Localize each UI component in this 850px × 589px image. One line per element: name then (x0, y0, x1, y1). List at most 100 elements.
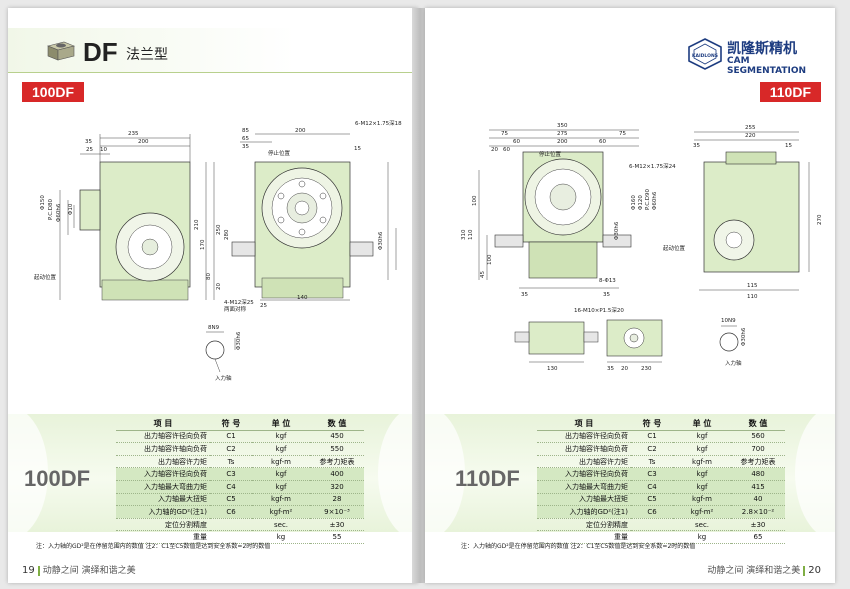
brand-badge-text: KAIDLONS (692, 53, 718, 59)
table-cell-val: 9×10⁻³ (310, 505, 364, 519)
dim-25b: 25 (260, 303, 267, 309)
dim-60b: 60 (599, 139, 606, 145)
table-cell-val: 400 (310, 467, 364, 481)
dim-250: 250 (216, 224, 222, 235)
dim-115: 115 (747, 283, 758, 289)
table-cell-item: 入力轴容许径向负荷 (116, 467, 210, 481)
left-page: DF 法兰型 100DF (8, 8, 418, 583)
table-cell-item: 入力轴的GD²(注1) (537, 505, 631, 519)
table-cell-unit: kgf-m (252, 455, 310, 469)
series-name: 法兰型 (126, 47, 168, 63)
table-cell-unit: sec. (252, 518, 310, 532)
label-tapped-holes-top: 6-M12×1.75深18 (355, 119, 402, 127)
table-cell-item: 入力轴的GD²(注1) (116, 505, 210, 519)
table-cell-unit: kg (252, 530, 310, 544)
table-cell-item: 出力轴容许径向负荷 (537, 430, 631, 444)
table-cell-sym: C4 (631, 480, 673, 494)
dim-280: 280 (224, 229, 230, 240)
table-note: 注：入力轴的GD²是在停留范围内的数值 注2：C1至C5数值是达到安全系数=2时… (461, 543, 696, 550)
table-cell-unit: kgf-m (252, 493, 310, 507)
dim-15: 15 (785, 143, 792, 149)
brand-name-cn: 凯隆斯精机 (727, 41, 797, 57)
table-cell-unit: kgf-m² (673, 505, 731, 519)
table-cell-sym: C5 (210, 493, 252, 507)
label-tapped-holes: 6-M12×1.75深24 (629, 162, 676, 170)
table-header-cell: 符 号 (631, 418, 673, 431)
table-cell-unit: sec. (673, 518, 731, 532)
label-tapped-holes-bottom: 4-M12深25 (224, 298, 254, 306)
table-cell-val: 28 (310, 493, 364, 507)
table-cell-item: 出力轴容许径向负荷 (116, 430, 210, 444)
page-number: 20 (808, 565, 821, 576)
table-cell-sym: C3 (210, 467, 252, 481)
table-cell-val: ±30 (310, 518, 364, 532)
table-cell-sym: Ts (631, 455, 673, 469)
label-shaft-diameter: Φ30h6 (614, 221, 620, 240)
table-cell-sym: C6 (210, 505, 252, 519)
label-keyway: 10N9 (721, 318, 736, 324)
dim-310: 310 (461, 229, 467, 240)
left-technical-drawing: 235 35 200 25 10 85 65 35 200 15 Φ150 P.… (34, 119, 402, 382)
dim-phi60h6: Φ60h6 (652, 191, 658, 210)
table-cell-val: 65 (731, 530, 785, 544)
dim-275: 275 (557, 131, 568, 137)
label-keyway: 8N9 (208, 325, 220, 331)
table-cell-item: 入力轴最大弯曲力矩 (537, 480, 631, 494)
table-cell-item: 出力轴容许力矩 (116, 455, 210, 469)
label-input-shaft-diameter: Φ30h6 (741, 327, 747, 346)
header-strip (8, 28, 418, 73)
dim-220: 220 (745, 133, 756, 139)
table-cell-item: 出力轴容许轴向负荷 (116, 442, 210, 456)
table-header-cell: 项 目 (537, 418, 631, 431)
table-cell-val: 550 (310, 442, 364, 456)
dim-85: 85 (242, 128, 249, 134)
label-stop-position: 停止位置 (268, 149, 291, 157)
dim-200: 200 (138, 139, 149, 145)
dim-phi10: Φ10 (68, 203, 74, 215)
table-cell-sym: C6 (631, 505, 673, 519)
decor-arc (795, 406, 835, 540)
table-header-row: 项 目符 号单 位数 值 (116, 418, 364, 431)
footer-divider (37, 565, 40, 576)
table-cell-sym: C1 (631, 430, 673, 444)
table-header-cell: 单 位 (673, 418, 731, 431)
table-cell-unit: kgf (252, 480, 310, 494)
footer-text: 动静之间 演绎和谐之美 (42, 566, 136, 576)
dim-35b: 35 (242, 144, 249, 150)
dim-210: 210 (194, 219, 200, 230)
brand-mark-icon: KAIDLONS (688, 38, 722, 70)
table-cell-val: 40 (731, 493, 785, 507)
table-cell-item: 入力轴最大扭矩 (537, 493, 631, 507)
brand-logo: KAIDLONS 凯隆斯精机 CAM SEGMENTATION (687, 38, 817, 78)
table-cell-sym (631, 530, 673, 544)
dim-75: 75 (501, 131, 508, 137)
table-cell-val: 55 (310, 530, 364, 544)
dim-200b: 200 (295, 128, 306, 134)
label-stop-position: 停止位置 (539, 150, 562, 158)
table-cell-unit: kgf (673, 442, 731, 456)
dim-pcd80: P.C.D80 (48, 198, 54, 220)
table-cell-item: 定位分割精度 (116, 518, 210, 532)
table-note: 注：入力轴的GD²是在停留范围内的数值 注2：C1至C5数值是达到安全系数=2时… (36, 543, 271, 550)
dim-60c: 60 (503, 147, 510, 153)
label-shaft-diameter: Φ30h6 (378, 231, 384, 250)
dim-15: 15 (354, 146, 361, 152)
label-both-sides: 两面对称 (224, 305, 247, 313)
table-cell-unit: kgf-m (673, 493, 731, 507)
table-header-cell: 项 目 (116, 418, 210, 431)
dim-45: 45 (480, 271, 486, 278)
footer-divider (803, 565, 806, 576)
model-badge: 100DF (22, 82, 85, 102)
indexer-cube-icon (47, 41, 75, 61)
footer-text: 动静之间 演绎和谐之美 (707, 566, 801, 576)
